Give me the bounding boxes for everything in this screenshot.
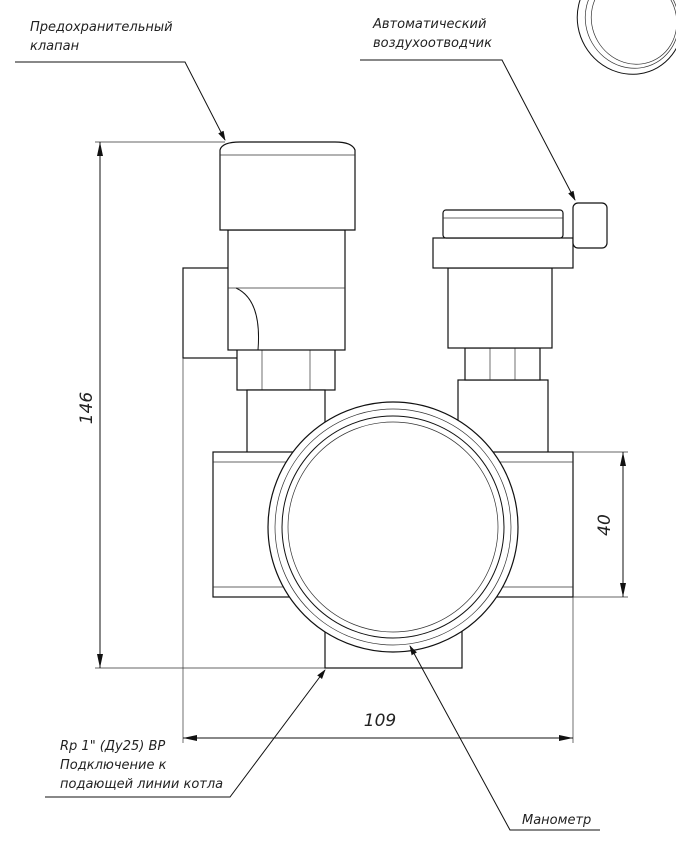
dimension-height-value: 146 [77, 392, 97, 425]
label-gauge: Манометр [522, 813, 591, 828]
label-safety-valve-line2: клапан [30, 39, 80, 54]
pressure-gauge [267, 401, 519, 653]
label-connection-line1: Rp 1" (Ду25) ВР [60, 739, 165, 754]
leader-connection: Rp 1" (Ду25) ВР Подключение к подающей л… [45, 669, 326, 798]
dimension-pipe-value: 40 [595, 514, 615, 536]
label-connection-line3: подающей линии котла [60, 777, 223, 792]
label-connection-line2: Подключение к [60, 758, 167, 773]
dimension-height: 146 [77, 141, 325, 669]
partial-ring-view [576, 0, 676, 75]
dimension-width: 109 [182, 358, 574, 743]
dimension-pipe: 40 [573, 451, 628, 598]
leader-gauge: Манометр [409, 645, 600, 831]
dimension-width-value: 109 [364, 711, 396, 731]
leader-safety-valve: Предохранительный клапан [15, 20, 226, 141]
label-safety-valve-line1: Предохранительный [30, 20, 173, 35]
label-air-vent-line1: Автоматический [372, 17, 486, 32]
leader-air-vent: Автоматический воздухоотводчик [360, 17, 576, 201]
air-vent [432, 202, 608, 456]
safety-valve [182, 141, 356, 456]
label-air-vent-line2: воздухоотводчик [373, 36, 492, 51]
